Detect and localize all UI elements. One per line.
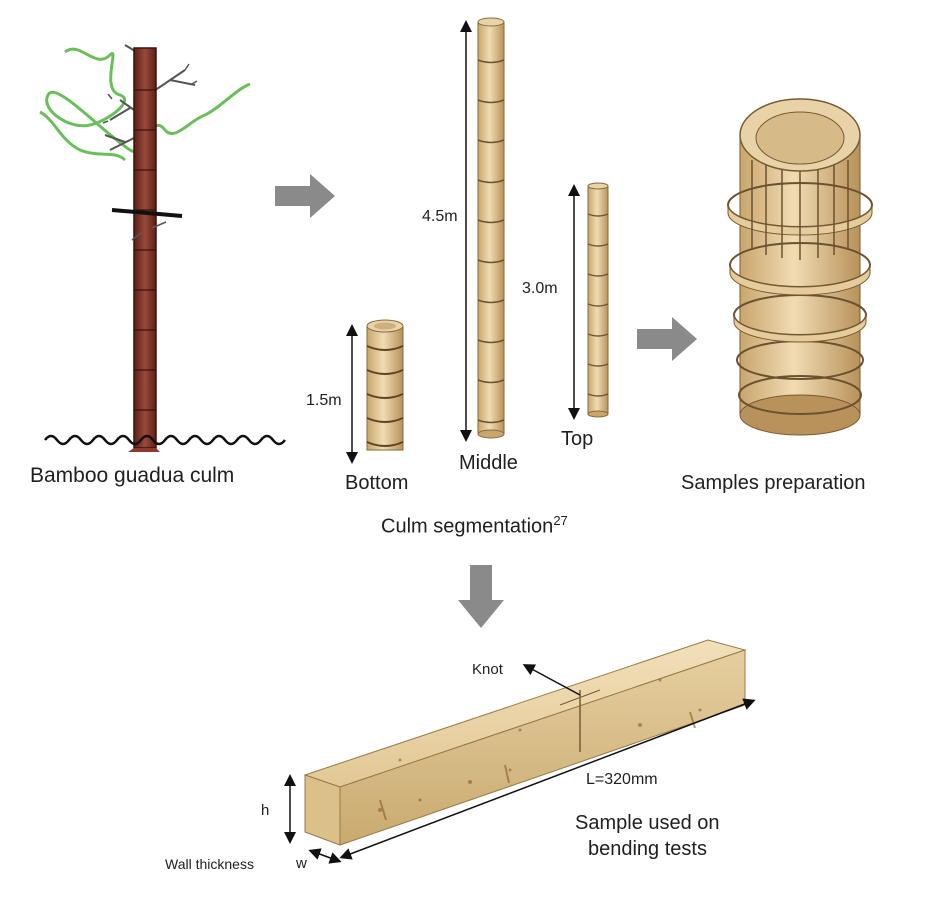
arrow-right-icon	[275, 174, 335, 218]
width-label: w	[296, 855, 307, 872]
top-length-label: 3.0m	[522, 280, 558, 297]
top-label: Top	[561, 428, 594, 450]
middle-label: Middle	[459, 452, 518, 474]
length-dimension-arrow	[339, 698, 756, 860]
length-label: L=320mm	[586, 771, 658, 788]
knot-pointer	[522, 664, 581, 696]
arrow-right-icon	[637, 317, 697, 361]
width-dimension-arrow	[308, 848, 342, 864]
culm-trunk	[133, 47, 157, 449]
middle-segment	[477, 17, 505, 439]
bottom-length-label: 1.5m	[306, 392, 342, 409]
wall-thickness-label: Wall thickness	[165, 856, 254, 872]
ground-line	[44, 434, 286, 446]
knot-label: Knot	[472, 661, 503, 678]
ring-stack-illustration	[727, 98, 873, 436]
bottom-label: Bottom	[345, 472, 409, 494]
arrow-down-icon	[458, 565, 504, 628]
samples-preparation-label: Samples preparation	[681, 472, 866, 494]
height-label: h	[261, 802, 270, 819]
bottom-segment	[366, 319, 404, 451]
bamboo-culm-illustration	[39, 44, 286, 452]
foliage-icon	[45, 47, 251, 153]
middle-length-label: 4.5m	[422, 208, 458, 225]
culm-label: Bamboo guadua culm	[30, 464, 235, 487]
segmentation-label: Culm segmentation27	[381, 513, 568, 538]
sample-caption-line1: Sample used on	[575, 812, 720, 834]
top-segment	[587, 182, 609, 418]
segmentation-ref: 27	[553, 513, 568, 528]
sample-caption-line2: bending tests	[588, 838, 707, 860]
